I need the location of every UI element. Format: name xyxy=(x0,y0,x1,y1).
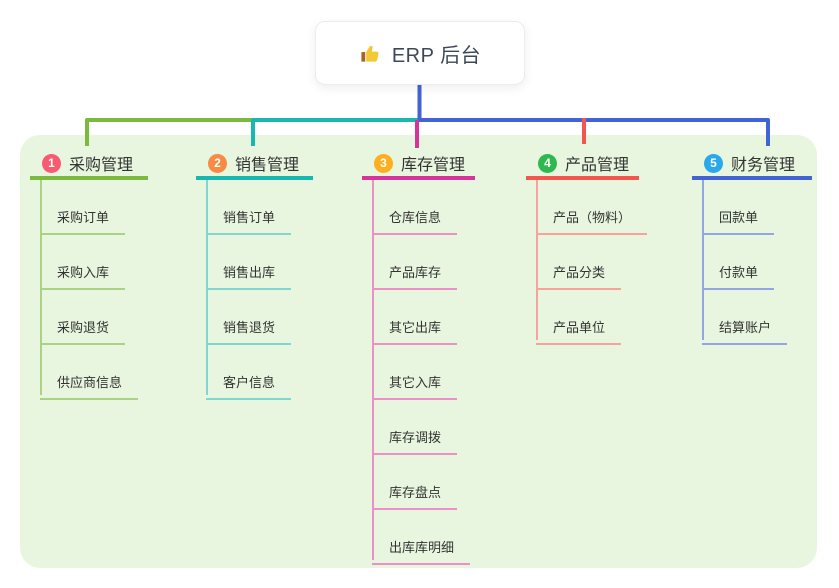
child-node[interactable]: 供应商信息 xyxy=(40,375,139,400)
child-node[interactable]: 其它出库 xyxy=(372,320,458,345)
thumbs-up-icon xyxy=(361,45,379,62)
child-node[interactable]: 库存盘点 xyxy=(372,485,458,510)
branch-title-purchase[interactable]: 1 采购管理 xyxy=(30,150,148,180)
child-node[interactable]: 其它入库 xyxy=(372,375,458,400)
child-node[interactable]: 销售出库 xyxy=(206,265,292,290)
branch-number-badge: 2 xyxy=(208,153,227,173)
branch-number-badge: 3 xyxy=(374,153,393,173)
child-node[interactable]: 产品（物料） xyxy=(536,210,648,235)
branch-number-badge: 5 xyxy=(704,153,723,173)
child-node[interactable]: 采购退货 xyxy=(40,320,126,345)
child-node[interactable]: 仓库信息 xyxy=(372,210,458,235)
branch-product: 4 产品管理 产品（物料） 产品分类 产品单位 xyxy=(526,150,648,345)
child-node[interactable]: 客户信息 xyxy=(206,375,292,400)
child-node[interactable]: 采购订单 xyxy=(40,210,126,235)
child-node[interactable]: 产品单位 xyxy=(536,320,622,345)
child-node[interactable]: 库存调拨 xyxy=(372,430,458,455)
child-node[interactable]: 产品库存 xyxy=(372,265,458,290)
branch-label: 产品管理 xyxy=(565,157,630,174)
branch-children: 采购订单 采购入库 采购退货 供应商信息 xyxy=(40,180,148,400)
child-node[interactable]: 出库库明细 xyxy=(372,540,471,565)
branch-number-badge: 1 xyxy=(42,153,61,173)
branch-label: 库存管理 xyxy=(401,157,466,174)
branch-children: 仓库信息 产品库存 其它出库 其它入库 库存调拨 库存盘点 出库库明细 xyxy=(372,180,475,565)
branch-label: 财务管理 xyxy=(731,157,796,174)
tree-line xyxy=(702,180,704,340)
branch-children: 产品（物料） 产品分类 产品单位 xyxy=(536,180,648,345)
child-node[interactable]: 销售订单 xyxy=(206,210,292,235)
child-node[interactable]: 结算账户 xyxy=(702,320,788,345)
branch-label: 采购管理 xyxy=(69,157,134,174)
branch-label: 销售管理 xyxy=(235,157,300,174)
branch-title-sales[interactable]: 2 销售管理 xyxy=(196,150,313,180)
branch-sales: 2 销售管理 销售订单 销售出库 销售退货 客户信息 xyxy=(196,150,313,400)
branch-title-finance[interactable]: 5 财务管理 xyxy=(692,150,812,180)
tree-line xyxy=(206,180,208,395)
child-node[interactable]: 销售退货 xyxy=(206,320,292,345)
branch-children: 销售订单 销售出库 销售退货 客户信息 xyxy=(206,180,313,400)
child-node[interactable]: 付款单 xyxy=(702,265,775,290)
branch-title-product[interactable]: 4 产品管理 xyxy=(526,150,639,180)
branch-purchase: 1 采购管理 采购订单 采购入库 采购退货 供应商信息 xyxy=(30,150,148,400)
branch-number-badge: 4 xyxy=(538,153,557,173)
tree-line xyxy=(40,180,42,395)
branch-children: 回款单 付款单 结算账户 xyxy=(702,180,812,345)
branch-inventory: 3 库存管理 仓库信息 产品库存 其它出库 其它入库 库存调拨 库存盘点 出库库… xyxy=(362,150,475,565)
tree-line xyxy=(536,180,538,340)
tree-line xyxy=(372,180,374,560)
child-node[interactable]: 产品分类 xyxy=(536,265,622,290)
branch-finance: 5 财务管理 回款单 付款单 结算账户 xyxy=(692,150,812,345)
child-node[interactable]: 采购入库 xyxy=(40,265,126,290)
root-label: ERP 后台 xyxy=(391,44,482,67)
canvas-panel xyxy=(20,135,817,568)
branch-title-inventory[interactable]: 3 库存管理 xyxy=(362,150,475,180)
child-node[interactable]: 回款单 xyxy=(702,210,775,235)
root-node[interactable]: ERP 后台 xyxy=(315,21,525,85)
